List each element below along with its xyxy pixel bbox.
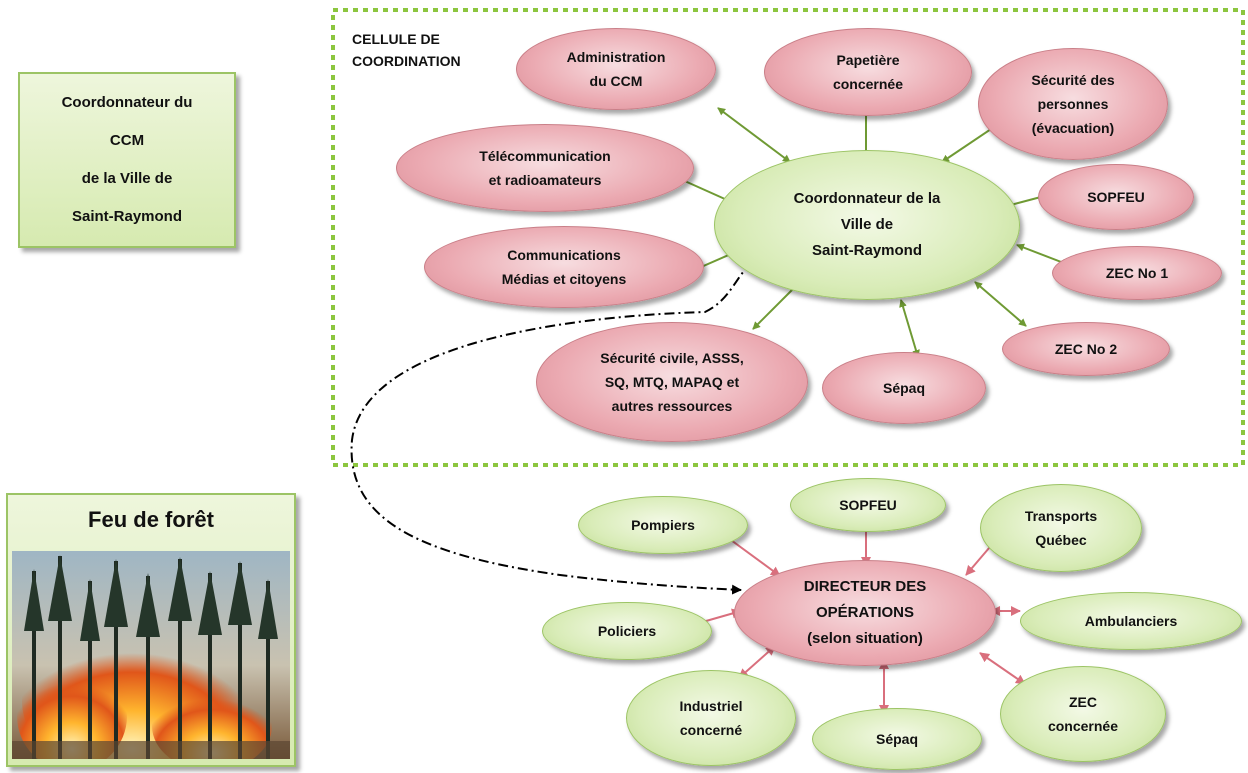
node-sopfeu-ops: SOPFEU xyxy=(790,478,946,532)
node-sopfeu-cell: SOPFEU xyxy=(1038,164,1194,230)
coordinator-line-3: de la Ville de xyxy=(81,170,173,187)
ccm-coordinator-box: Coordonnateur du CCM de la Ville de Sain… xyxy=(18,72,236,248)
node-transports-quebec: Transports Québec xyxy=(980,484,1142,572)
coordination-cell-border xyxy=(331,8,1245,467)
forest-fire-box: Feu de forêt xyxy=(6,493,296,767)
node-securite-civile: Sécurité civile, ASSS, SQ, MTQ, MAPAQ et… xyxy=(536,322,808,442)
coordination-cell-label: CELLULE DE COORDINATION xyxy=(352,31,461,69)
node-zec-concernee: ZEC concernée xyxy=(1000,666,1166,762)
node-telecommunication: Télécommunication et radioamateurs xyxy=(396,124,694,212)
coordinator-line-4: Saint-Raymond xyxy=(71,208,182,225)
node-directeur-operations: DIRECTEUR DES OPÉRATIONS (selon situatio… xyxy=(734,560,996,666)
node-coordonnateur-ville: Coordonnateur de la Ville de Saint-Raymo… xyxy=(714,150,1020,300)
node-administration-ccm: Administration du CCM xyxy=(516,28,716,110)
node-papetiere: Papetière concernée xyxy=(764,28,972,116)
fire-title: Feu de forêt xyxy=(88,507,214,532)
coordinator-line-2: CCM xyxy=(109,132,145,149)
node-communications: Communications Médias et citoyens xyxy=(424,226,704,308)
node-sepaq-ops: Sépaq xyxy=(812,708,982,770)
forest-fire-photo xyxy=(12,551,290,759)
dash-dot-link xyxy=(350,261,753,595)
node-industriel-concerne: Industriel concerné xyxy=(626,670,796,766)
node-policiers: Policiers xyxy=(542,602,712,660)
node-securite-personnes: Sécurité des personnes (évacuation) xyxy=(978,48,1168,160)
node-sepaq-cell: Sépaq xyxy=(822,352,986,424)
node-zec-no-2: ZEC No 2 xyxy=(1002,322,1170,376)
node-pompiers: Pompiers xyxy=(578,496,748,554)
coordinator-line-1: Coordonnateur du xyxy=(61,94,193,111)
node-zec-no-1: ZEC No 1 xyxy=(1052,246,1222,300)
node-ambulanciers: Ambulanciers xyxy=(1020,592,1242,650)
